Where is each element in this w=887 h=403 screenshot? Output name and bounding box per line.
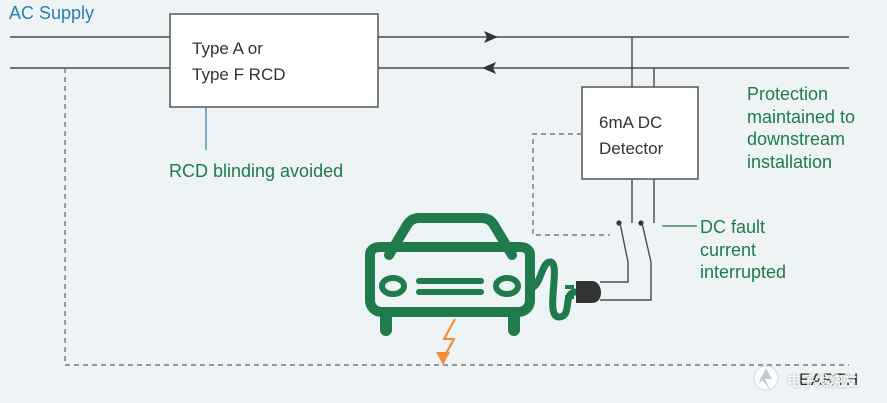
arrow-right-icon	[484, 31, 498, 43]
rcd-box	[169, 13, 379, 108]
rcd-blinding-label: RCD blinding avoided	[169, 161, 344, 181]
output-line-right	[600, 262, 652, 301]
car-headlight-left	[379, 275, 407, 297]
earth-label: EARTH	[799, 370, 859, 389]
car-roof	[384, 213, 517, 260]
dc-detector-label: 6mA DC Detector	[599, 110, 663, 163]
dc-fault-label-line-2: current	[700, 239, 757, 260]
car-icon	[365, 213, 580, 336]
protection-label: Protection maintained to downstream inst…	[747, 83, 855, 173]
car-headlight-right	[493, 275, 521, 297]
ac-supply-label: AC Supply	[9, 3, 95, 23]
dc-fault-label: DC fault current interrupted	[700, 216, 786, 284]
switch-blade-right	[641, 222, 652, 263]
detector-dashed-loop	[532, 133, 610, 236]
lightning-bolt-icon	[442, 318, 456, 360]
dc-detector-label-line-1: 6mA DC	[599, 113, 663, 132]
dc-fault-label-line-1: DC fault	[700, 217, 766, 237]
earth-dashed-path	[64, 68, 849, 366]
rcd-label-line-1: Type A or	[192, 39, 263, 58]
arrow-left-icon	[482, 62, 496, 74]
watermark-logo-icon	[753, 365, 779, 391]
dc-fault-label-line-3: interrupted	[700, 262, 787, 282]
car-body	[365, 242, 535, 317]
protection-label-line-3: downstream	[747, 129, 846, 149]
protection-label-line-2: maintained to	[747, 106, 856, 127]
output-line-left	[600, 262, 629, 283]
protection-label-line-1: Protection	[747, 84, 829, 104]
rcd-label: Type A or Type F RCD	[192, 36, 286, 89]
dc-detector-label-line-2: Detector	[599, 139, 664, 159]
switch-blade-left	[619, 222, 629, 263]
watermark-text: 电子发烧友	[787, 373, 857, 389]
fault-arrowhead	[436, 352, 450, 365]
charging-plug	[576, 281, 602, 303]
charging-cable	[526, 258, 580, 321]
protection-label-line-4: installation	[747, 151, 833, 172]
dc-detector-box	[581, 86, 699, 180]
rcd-label-line-2: Type F RCD	[192, 65, 286, 85]
